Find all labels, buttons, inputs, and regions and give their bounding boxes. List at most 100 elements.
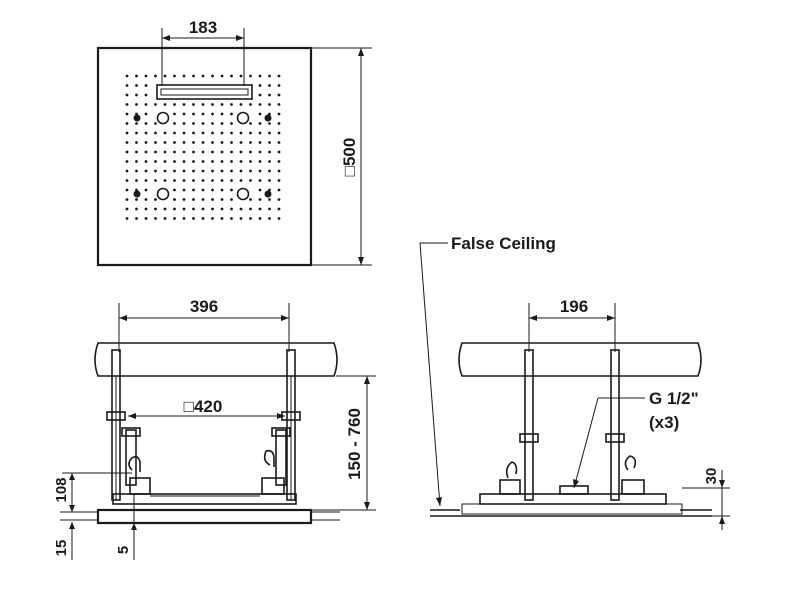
nozzle-dot xyxy=(211,188,214,192)
nozzle-dot xyxy=(192,112,195,116)
nozzle-dot xyxy=(211,179,214,182)
nozzle-dot xyxy=(249,103,252,106)
nozzle-dot xyxy=(125,141,129,144)
dim-108 xyxy=(62,472,132,512)
nozzle-dot xyxy=(154,179,157,182)
nozzle-dot xyxy=(277,217,281,220)
dim-height-text: 150 - 760 xyxy=(345,408,364,480)
nozzle-dot xyxy=(135,150,138,154)
nozzle-dot xyxy=(211,74,214,78)
nozzle-dot xyxy=(211,141,214,144)
nozzle-dot xyxy=(249,122,252,125)
nozzle-dot xyxy=(268,141,271,144)
nozzle-dot xyxy=(182,217,186,220)
nozzle-dot xyxy=(277,169,281,173)
nozzle-dot xyxy=(192,179,195,182)
nozzle-dot xyxy=(230,198,233,201)
nozzle-dot xyxy=(277,103,281,106)
nozzle-grid xyxy=(125,74,281,220)
nozzle-dot xyxy=(135,131,138,135)
nozzle-dot xyxy=(144,179,148,182)
nozzle-dot xyxy=(182,112,186,116)
nozzle-dot xyxy=(258,74,262,78)
nozzle-dot xyxy=(173,217,176,220)
dim-15-text: 15 xyxy=(53,540,70,557)
nozzle-dot xyxy=(154,169,157,173)
nozzle-dot xyxy=(125,207,129,211)
connection-count-label: (x3) xyxy=(649,413,679,432)
nozzle-dot xyxy=(249,179,252,182)
nozzle-dot xyxy=(277,112,281,116)
nozzle-dot xyxy=(211,207,214,211)
nozzle-dot xyxy=(192,188,195,192)
nozzle-dot xyxy=(182,131,186,135)
large-nozzle-dot xyxy=(264,190,272,198)
nozzle-dot xyxy=(211,103,214,106)
nozzle-dot xyxy=(268,131,271,135)
nozzle-dot xyxy=(125,169,129,173)
right-side-view: 196 G 1/2" (x3) False Ceiling 30 xyxy=(419,234,730,530)
nozzle-dot xyxy=(144,93,148,97)
nozzle-dot xyxy=(173,160,176,163)
nozzle-dot xyxy=(220,217,224,220)
nozzle-dot xyxy=(201,74,205,78)
nozzle-dot xyxy=(135,160,138,163)
nozzle-dot xyxy=(163,150,167,154)
nozzle-dot xyxy=(211,150,214,154)
nozzle-dot xyxy=(144,112,148,116)
nozzle-dot xyxy=(201,160,205,163)
nozzle-dot xyxy=(258,112,262,116)
nozzle-dot xyxy=(125,112,129,116)
nozzle-dot xyxy=(230,150,233,154)
nozzle-dot xyxy=(144,217,148,220)
nozzle-dot xyxy=(144,141,148,144)
nozzle-dot xyxy=(173,122,176,125)
nozzle-dot xyxy=(249,198,252,201)
nozzle-dot xyxy=(239,150,243,154)
nozzle-dot xyxy=(201,103,205,106)
nozzle-dot xyxy=(258,122,262,125)
nozzle-dot xyxy=(144,188,148,192)
nozzle-dot xyxy=(182,188,186,192)
nozzle-dot xyxy=(211,198,214,201)
nozzle-dot xyxy=(192,198,195,201)
nozzle-dot xyxy=(154,74,157,78)
nozzle-dot xyxy=(220,160,224,163)
nozzle-dot xyxy=(211,131,214,135)
nozzle-dot xyxy=(230,74,233,78)
nozzle-dot xyxy=(277,74,281,78)
nozzle-dot xyxy=(230,179,233,182)
nozzle-dot xyxy=(144,122,148,125)
nozzle-dot xyxy=(268,84,271,87)
nozzle-dot xyxy=(163,160,167,163)
valves-right xyxy=(499,455,645,495)
nozzle-dot xyxy=(201,122,205,125)
nozzle-dot xyxy=(173,141,176,144)
ceiling-slab-right xyxy=(458,342,702,377)
nozzle-dot xyxy=(173,112,176,116)
nozzle-dot xyxy=(239,131,243,135)
nozzle-dot xyxy=(192,122,195,125)
nozzle-dot xyxy=(201,141,205,144)
nozzle-dot xyxy=(220,74,224,78)
nozzle-dot xyxy=(125,160,129,163)
nozzle-dot xyxy=(249,160,252,163)
nozzle-dot xyxy=(230,188,233,192)
leader-false-ceiling xyxy=(419,242,448,507)
nozzle-dot xyxy=(258,217,262,220)
dim-ceiling-gap xyxy=(682,470,730,530)
nozzle-dot xyxy=(268,74,271,78)
dim-body-text: □420 xyxy=(184,397,223,416)
dim-15 xyxy=(69,522,75,560)
nozzle-dot xyxy=(135,84,138,87)
top-view: 183 □500 xyxy=(96,18,372,267)
nozzle-dot xyxy=(144,74,148,78)
nozzle-dot xyxy=(249,131,252,135)
nozzle-dot xyxy=(182,74,186,78)
nozzle-dot xyxy=(192,207,195,211)
jet-ring xyxy=(236,187,250,201)
nozzle-dot xyxy=(192,160,195,163)
nozzle-dot xyxy=(125,103,129,106)
nozzle-dot xyxy=(173,150,176,154)
nozzle-dot xyxy=(201,207,205,211)
